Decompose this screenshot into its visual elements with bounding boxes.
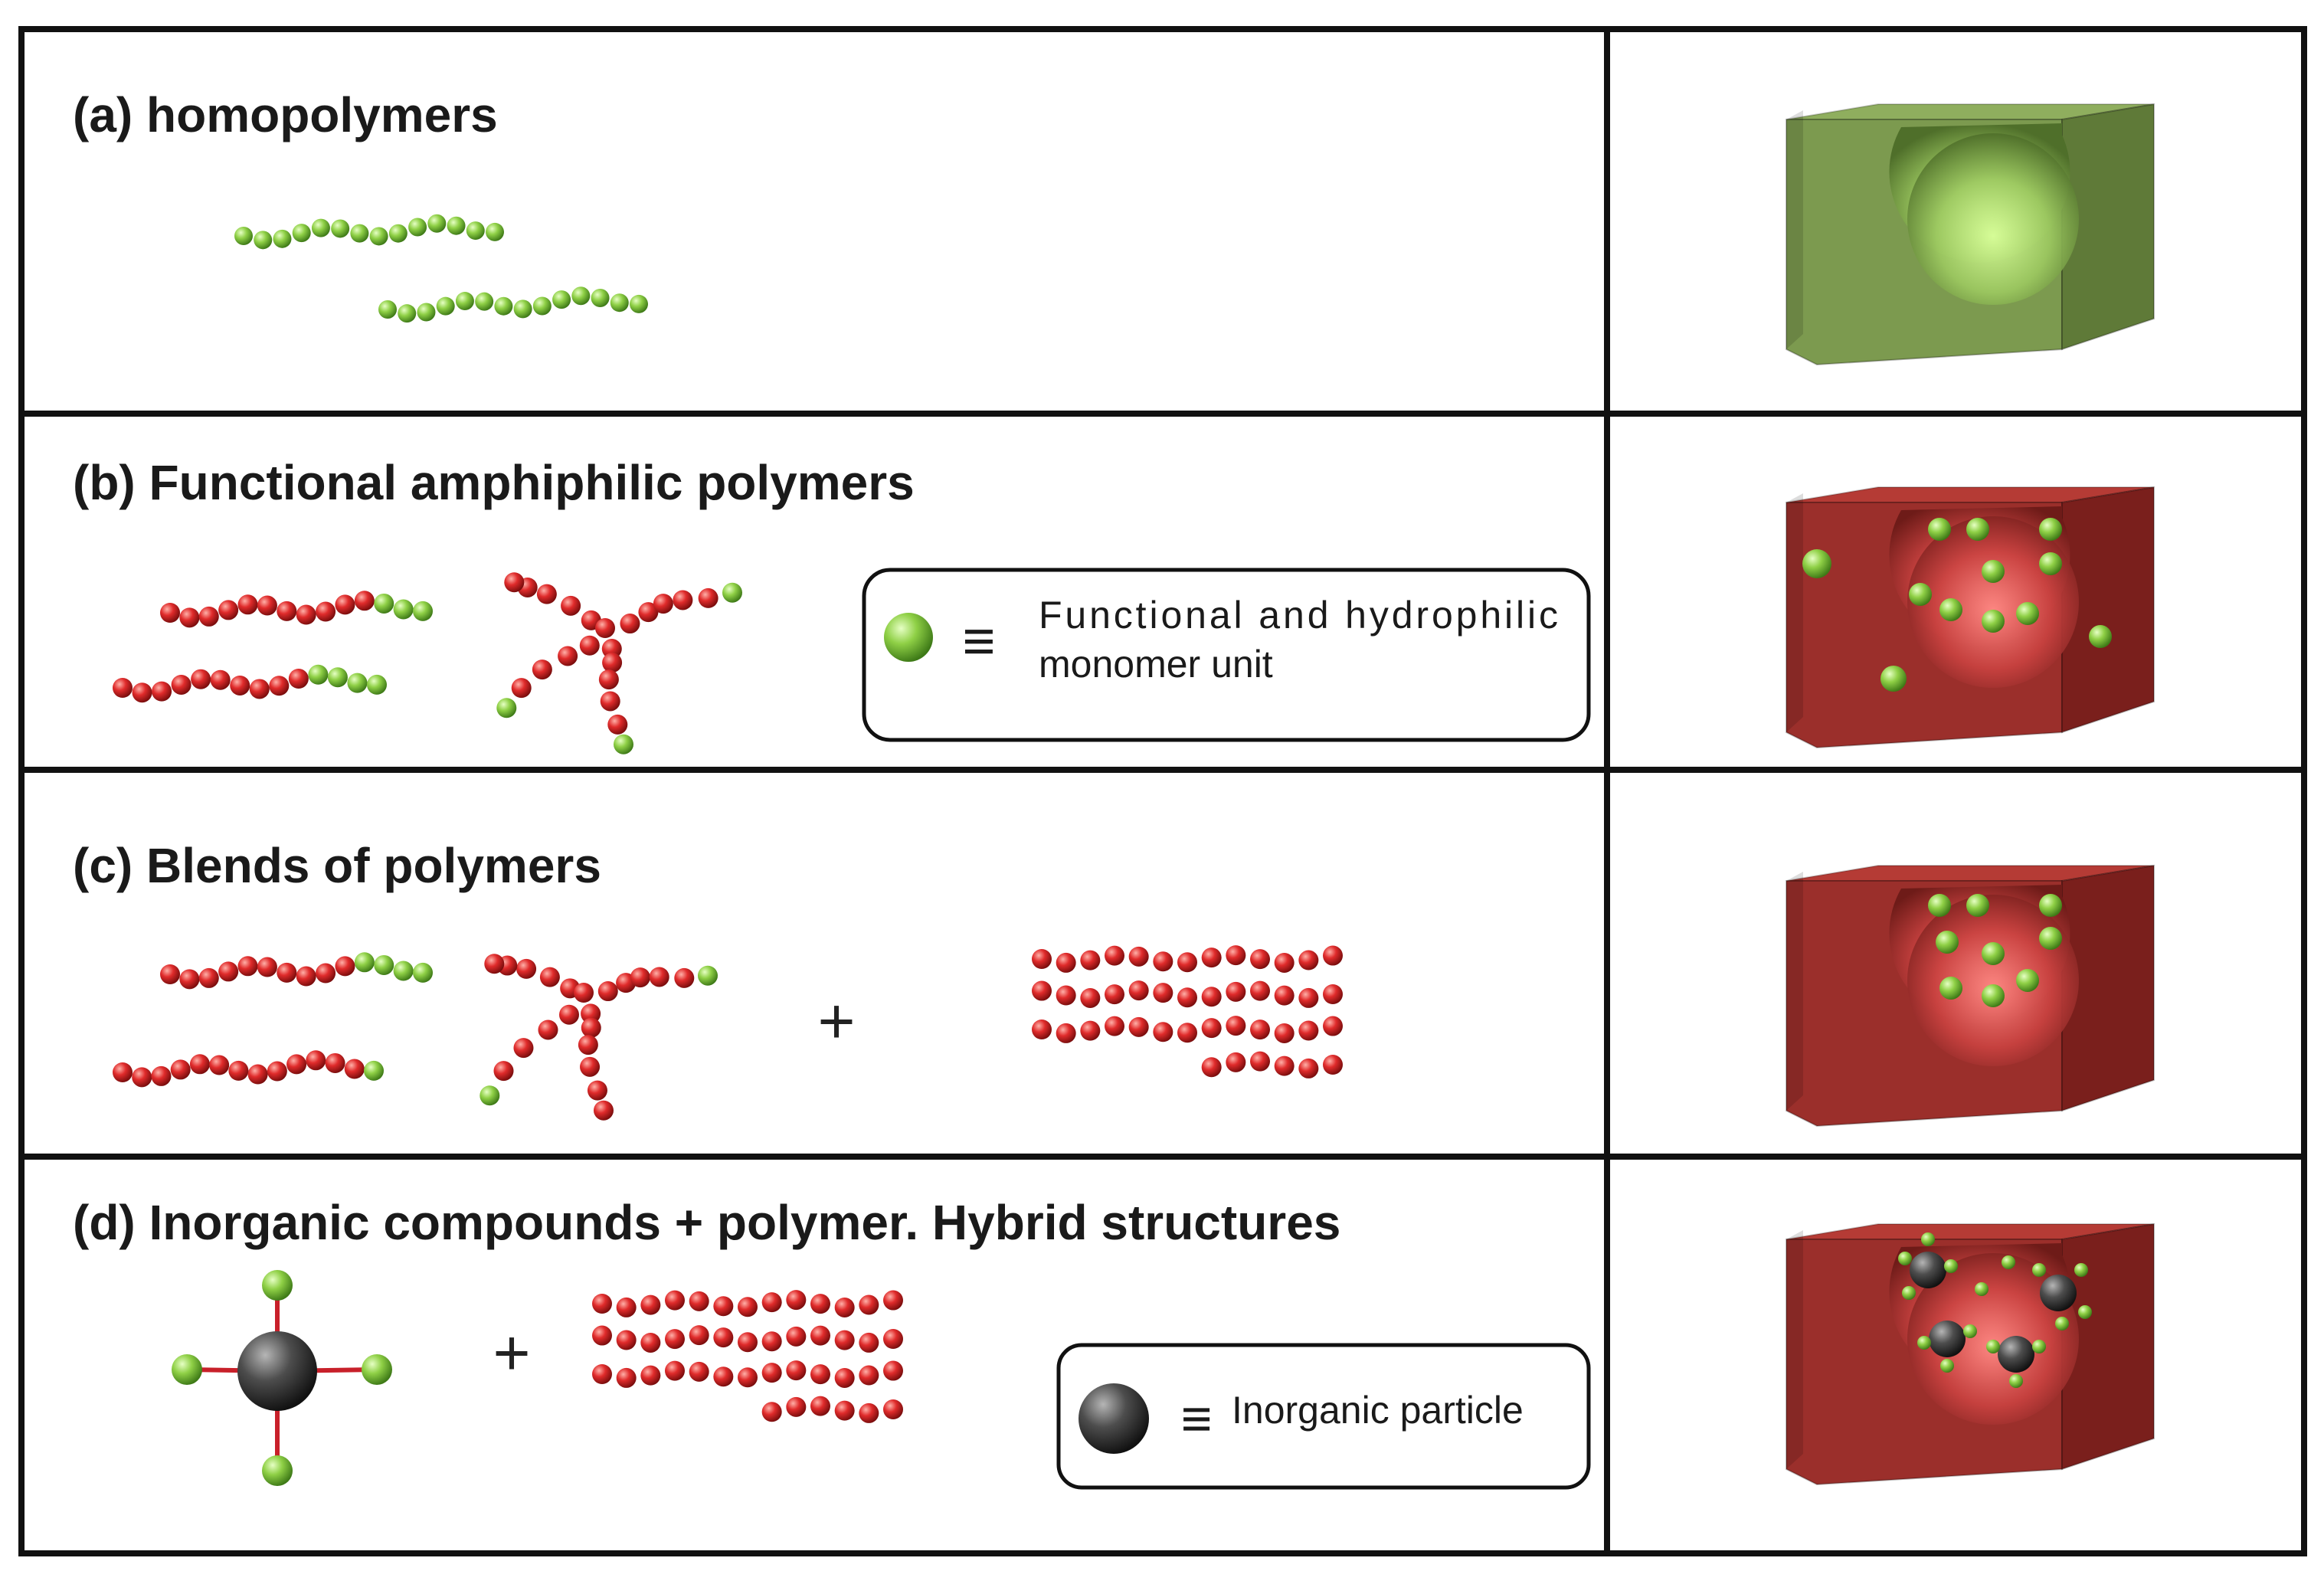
row-title-c: (c) Blends of polymers <box>73 838 601 893</box>
legend-equiv-symbol-functional: ≡ <box>962 609 995 673</box>
inorganic-particle-cluster <box>172 1270 392 1486</box>
plus-sign-hybrid: + <box>493 1317 530 1389</box>
plus-sign-blend: + <box>817 985 855 1057</box>
legend-inorganic-particle: ≡ Inorganic particle <box>1059 1345 1589 1488</box>
green-monomer-icon <box>884 613 933 662</box>
row-title-d: (d) Inorganic compounds + polymer. Hybri… <box>73 1195 1340 1250</box>
homopolymer-block-illustration <box>1786 104 2154 365</box>
hybrid-polymer-chains <box>592 1290 903 1423</box>
legend-functional-line1: Functional and hydrophilic <box>1039 594 1558 637</box>
legend-equiv-symbol-inorganic: ≡ <box>1181 1389 1213 1448</box>
blend-block-illustration <box>1786 866 2154 1126</box>
polymer-blend-chains <box>113 945 1343 1121</box>
inorganic-particle-icon <box>1079 1383 1149 1454</box>
hybrid-block-illustration <box>1786 1224 2154 1484</box>
legend-functional-monomer: ≡ Functional and hydrophilic monomer uni… <box>864 570 1589 740</box>
functional-block-illustration <box>1786 487 2154 748</box>
amphiphilic-polymer-chains <box>113 572 742 754</box>
legend-inorganic-text: Inorganic particle <box>1232 1389 1524 1432</box>
homopolymer-chains <box>234 214 648 322</box>
row-title-a: (a) homopolymers <box>73 87 498 142</box>
inorganic-particle-center <box>237 1331 317 1411</box>
legend-functional-line2: monomer unit <box>1039 643 1273 686</box>
row-title-b: (b) Functional amphiphilic polymers <box>73 455 915 510</box>
